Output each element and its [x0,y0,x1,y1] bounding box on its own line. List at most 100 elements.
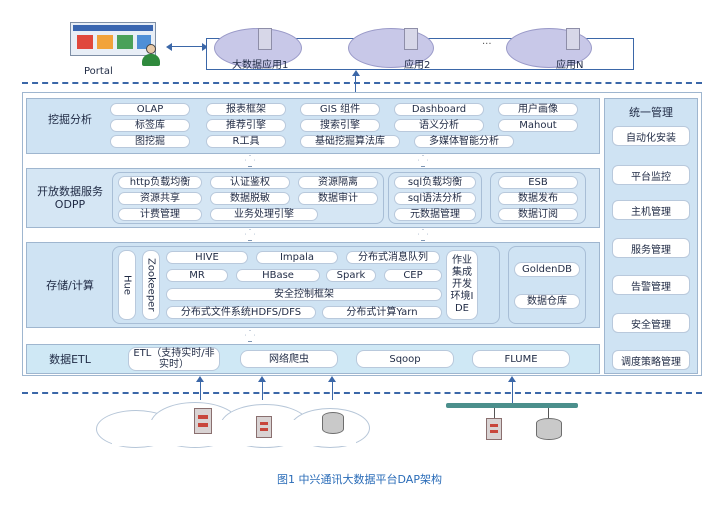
storage-layer-label: 存储/计算 [46,278,94,292]
server-icon [404,28,418,50]
user-icon [140,44,162,66]
database-icon [536,418,562,440]
odpp-billing: 计费管理 [118,208,202,221]
server-icon [194,408,212,434]
connector-line [494,408,495,418]
storage-zookeeper: Zookeeper [142,250,160,320]
odpp-metadata: 元数据管理 [394,208,476,221]
mining-search: 搜索引擎 [300,119,380,132]
storage-hbase: HBase [236,269,320,282]
storage-main-group [112,246,500,324]
odpp-sql-lb: sql负载均衡 [394,176,476,189]
up-arrow-icon [196,376,204,382]
etl-etl: ETL（支持实时/非实时） [128,347,220,371]
storage-goldendb: GoldenDB [514,262,580,277]
storage-hue: Hue [118,250,136,320]
management-title: 统一管理 [629,106,673,119]
arrow-head-left [166,43,172,51]
up-arrow-icon [328,376,336,382]
odpp-engine: 业务处理引擎 [210,208,318,221]
ellipsis: ... [482,36,492,47]
odpp-group-3 [490,172,586,224]
mgmt-install: 自动化安装 [612,126,690,146]
connector-line [355,75,356,93]
odpp-label-line2: ODPP [54,198,86,211]
mining-olap: OLAP [110,103,190,116]
mining-algorithm: 基础挖掘算法库 [300,135,400,148]
connector-line [262,378,263,400]
mining-gis: GIS 组件 [300,103,380,116]
mining-tags: 标签库 [110,119,190,132]
server-icon [566,28,580,50]
etl-flume: FLUME [472,350,570,368]
database-icon [322,412,344,434]
figure-caption: 图1 中兴通讯大数据平台DAP架构 [277,473,442,486]
portal-app-arrow [168,46,204,47]
odpp-esb: ESB [498,176,578,189]
storage-warehouse: 数据仓库 [514,294,580,309]
mining-semantic: 语义分析 [394,119,484,132]
app-2-ellipse [348,28,434,68]
storage-mq: 分布式消息队列 [346,251,440,264]
bottom-dashed-line [22,392,702,394]
server-icon [256,416,272,438]
odpp-masking: 数据脱敏 [210,192,290,205]
odpp-sql-parse: sql语法分析 [394,192,476,205]
mining-profile: 用户画像 [498,103,578,116]
mining-layer-label: 挖掘分析 [48,112,92,126]
connector-line [512,378,513,404]
etl-sqoop: Sqoop [356,350,454,368]
server-icon [486,418,502,440]
odpp-label-line1: 开放数据服务 [37,185,103,198]
storage-hdfs: 分布式文件系统HDFS/DFS [166,306,316,319]
portal-label: Portal [84,66,113,77]
storage-cep: CEP [384,269,442,282]
odpp-group-2 [388,172,482,224]
connector-line [548,408,549,418]
storage-yarn: 分布式计算Yarn [322,306,442,319]
arrow-head-right [202,43,208,51]
mgmt-host: 主机管理 [612,200,690,220]
top-dashed-line [22,82,702,84]
mgmt-schedule: 调度策略管理 [612,350,690,370]
mining-recommend: 推荐引擎 [206,119,286,132]
odpp-auth: 认证鉴权 [210,176,290,189]
storage-ide: 作业集成开发环境IDE [446,250,478,320]
storage-hive: HIVE [166,251,248,264]
up-arrow-icon [258,376,266,382]
mining-graph: 图挖掘 [110,135,190,148]
odpp-subscribe: 数据订阅 [498,208,578,221]
storage-spark: Spark [326,269,376,282]
mgmt-security: 安全管理 [612,313,690,333]
mining-report: 报表框架 [206,103,286,116]
platform-frame [22,92,702,376]
connector-line [200,378,201,400]
mining-mahout: Mahout [498,119,578,132]
app-n-label: 应用N [556,60,584,71]
up-arrow-icon [352,70,360,76]
odpp-isolation: 资源隔离 [298,176,378,189]
odpp-audit: 数据审计 [298,192,378,205]
mining-dashboard: Dashboard [394,103,484,116]
odpp-layer-label: 开放数据服务 ODPP [27,169,113,227]
mgmt-monitor: 平台监控 [612,165,690,185]
app-1-label: 大数据应用1 [232,60,289,71]
mgmt-alarm: 告警管理 [612,275,690,295]
odpp-http-lb: http负载均衡 [118,176,202,189]
storage-right-group [508,246,586,324]
etl-layer-label: 数据ETL [49,352,91,366]
cloud-fill [112,420,356,446]
storage-mr: MR [166,269,228,282]
odpp-group-1 [112,172,384,224]
up-arrow-icon [508,376,516,382]
mining-multimedia: 多媒体智能分析 [414,135,514,148]
network-bar [446,403,578,408]
odpp-sharing: 资源共享 [118,192,202,205]
storage-security: 安全控制框架 [166,288,442,301]
connector-line [332,378,333,400]
mgmt-service: 服务管理 [612,238,690,258]
mining-r: R工具 [206,135,286,148]
storage-impala: Impala [256,251,338,264]
app-2-label: 应用2 [404,60,431,71]
server-icon [258,28,272,50]
